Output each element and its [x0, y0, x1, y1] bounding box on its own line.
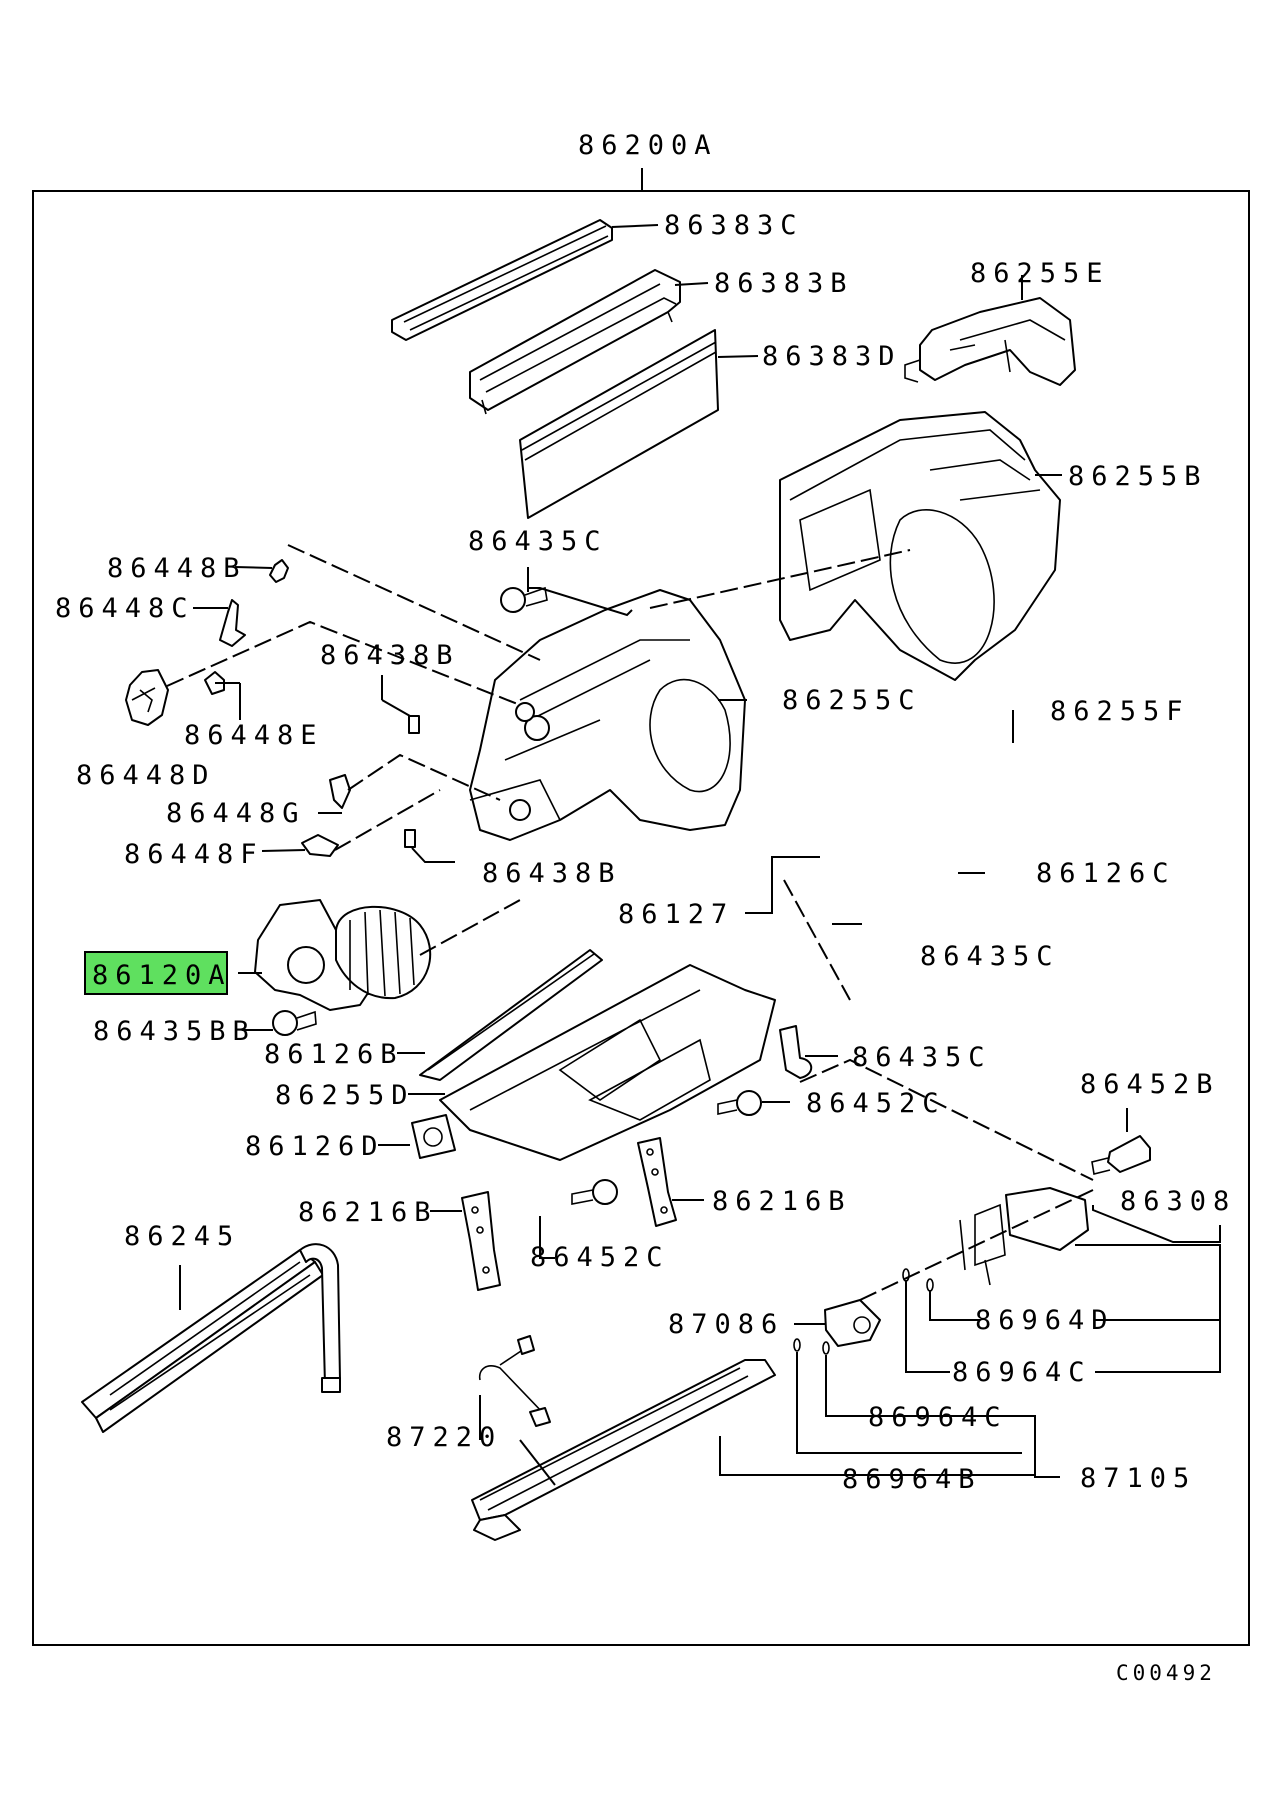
callout-86216B-right[interactable]: 86216B [712, 1186, 852, 1217]
leader-lines [166, 224, 1221, 1486]
callout-86126C[interactable]: 86126C [1036, 858, 1176, 889]
part-shapes [81, 219, 1151, 1541]
callout-86127[interactable]: 86127 [618, 899, 734, 930]
callout-86438B-top[interactable]: 86438B [320, 640, 460, 671]
callout-86452C-right[interactable]: 86452C [806, 1088, 946, 1119]
callout-86255B[interactable]: 86255B [1068, 461, 1208, 492]
callout-87105[interactable]: 87105 [1080, 1463, 1196, 1494]
callout-86383B[interactable]: 86383B [714, 268, 854, 299]
callout-86448F[interactable]: 86448F [124, 839, 264, 870]
callout-86383C[interactable]: 86383C [664, 210, 804, 241]
callouts: 86383C 86383B 86383D 86255E 86255B 86435… [55, 210, 1236, 1495]
callout-86255D[interactable]: 86255D [275, 1080, 415, 1111]
callout-86964C-lower[interactable]: 86964C [868, 1402, 1008, 1433]
callout-86452C-bottom[interactable]: 86452C [530, 1242, 670, 1273]
callout-86435C-right[interactable]: 86435C [852, 1042, 992, 1073]
callout-87086[interactable]: 87086 [668, 1309, 784, 1340]
callout-86245[interactable]: 86245 [124, 1221, 240, 1252]
callout-86448G[interactable]: 86448G [166, 798, 306, 829]
callout-86448B[interactable]: 86448B [107, 553, 247, 584]
callout-86964B[interactable]: 86964B [842, 1464, 982, 1495]
callout-86255C[interactable]: 86255C [782, 685, 922, 716]
callout-86964D[interactable]: 86964D [975, 1305, 1115, 1336]
callout-86964C-upper[interactable]: 86964C [952, 1357, 1092, 1388]
assembly-label[interactable]: 86200A [578, 130, 718, 161]
callout-86438B-bottom[interactable]: 86438B [482, 858, 622, 889]
callout-86452B[interactable]: 86452B [1080, 1069, 1220, 1100]
callout-86448C[interactable]: 86448C [55, 593, 195, 624]
callout-86435BB[interactable]: 86435BB [93, 1016, 256, 1047]
callout-86448D[interactable]: 86448D [76, 760, 216, 791]
callout-86126D[interactable]: 86126D [245, 1131, 385, 1162]
callout-87220[interactable]: 87220 [386, 1422, 502, 1453]
selected-part-highlight [84, 951, 228, 995]
callout-86435C-top[interactable]: 86435C [468, 526, 608, 557]
callout-86255E[interactable]: 86255E [970, 258, 1110, 289]
callout-86448E[interactable]: 86448E [184, 720, 324, 751]
footer-code: C00492 [1116, 1661, 1216, 1685]
callout-86435C-mid[interactable]: 86435C [920, 941, 1060, 972]
callout-86308[interactable]: 86308 [1120, 1186, 1236, 1217]
callout-86120A[interactable]: 86120A [92, 960, 232, 991]
callout-86255F[interactable]: 86255F [1050, 696, 1190, 727]
callout-86383D[interactable]: 86383D [762, 341, 902, 372]
callout-86126B[interactable]: 86126B [264, 1039, 404, 1070]
callout-86216B-left[interactable]: 86216B [298, 1197, 438, 1228]
